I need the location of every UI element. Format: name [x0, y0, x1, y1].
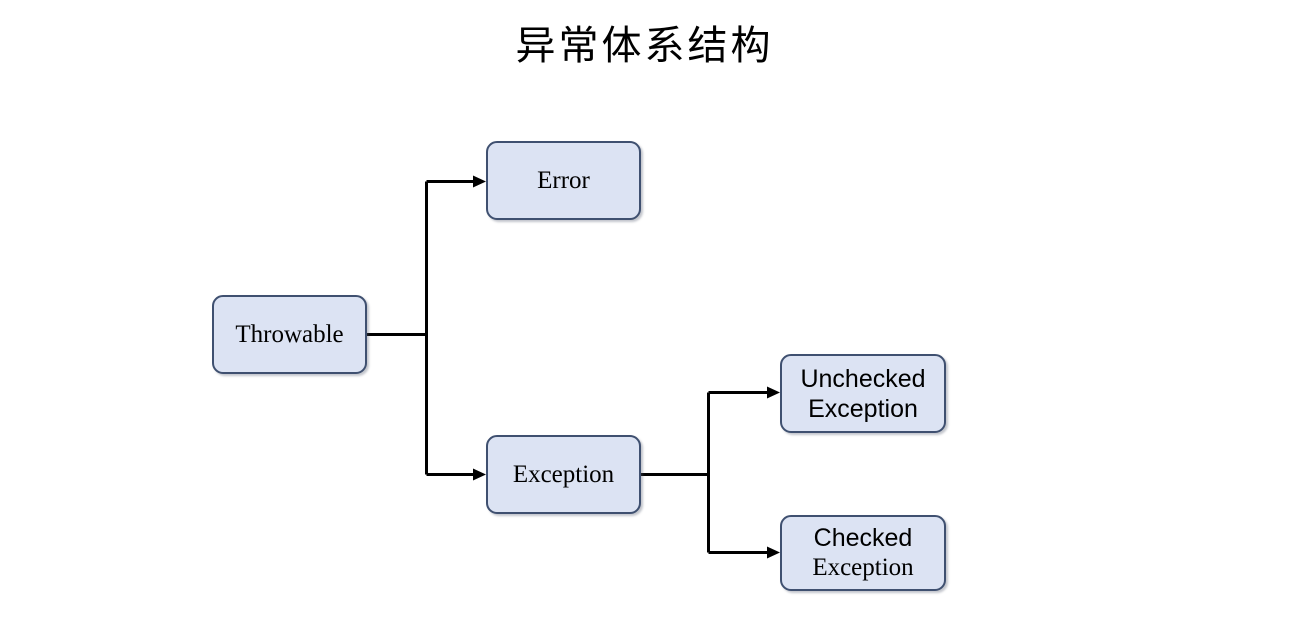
node-checked-exception-label-2: Exception	[812, 554, 914, 581]
node-unchecked-exception-label-2: Exception	[808, 394, 918, 423]
node-exception[interactable]: Exception	[486, 435, 641, 514]
node-unchecked-exception[interactable]: Unchecked Exception	[780, 354, 946, 433]
node-throwable[interactable]: Throwable	[212, 295, 367, 374]
arrowhead-unchecked	[767, 386, 780, 399]
node-unchecked-exception-label-1: Unchecked	[800, 364, 926, 393]
node-throwable-label-1: Throwable	[235, 320, 344, 348]
node-error[interactable]: Error	[486, 141, 641, 220]
page-title: 异常体系结构	[515, 23, 774, 69]
node-checked-exception-label-1: Checked	[813, 524, 913, 552]
arrowhead-checked	[767, 546, 780, 559]
node-checked-exception[interactable]: Checked Exception	[780, 515, 946, 591]
arrowhead-error	[473, 175, 486, 188]
node-error-label-1: Error	[537, 166, 590, 194]
arrowhead-exception	[473, 468, 486, 481]
node-exception-label-1: Exception	[512, 460, 615, 488]
